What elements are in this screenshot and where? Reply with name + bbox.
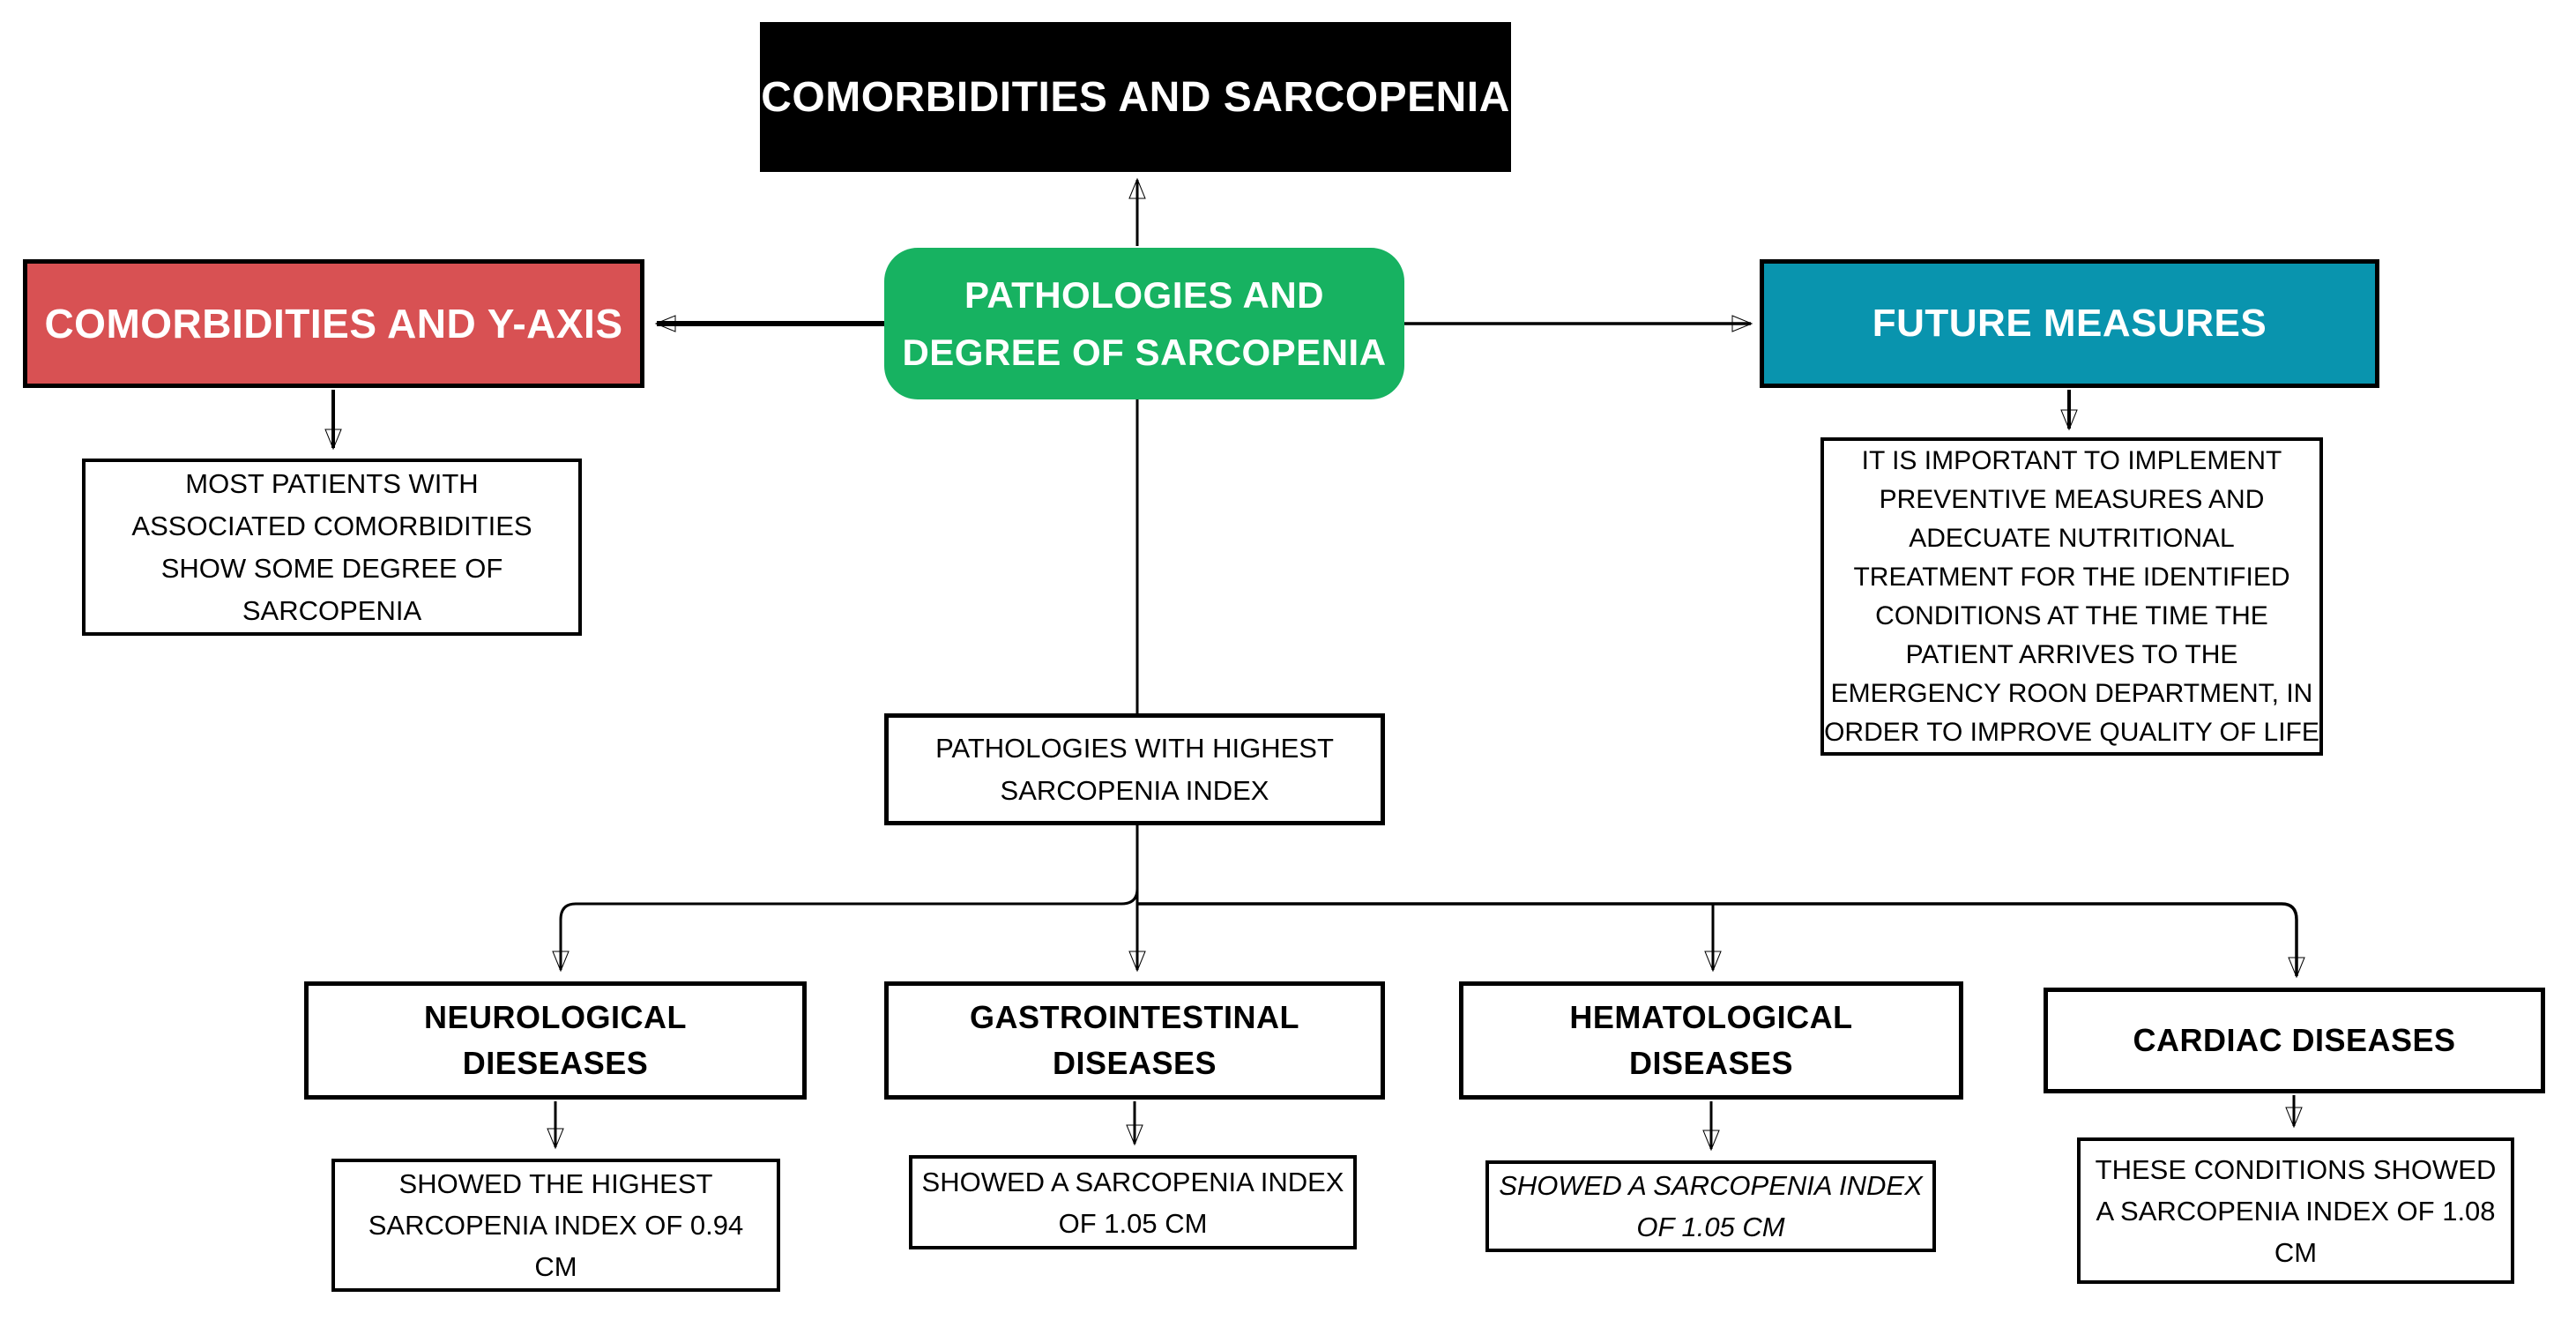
cardiac-finding: THESE CONDITIONS SHOWED A SARCOPENIA IND…: [2077, 1137, 2514, 1284]
title-node: COMORBIDITIES AND SARCOPENIA: [760, 22, 1511, 172]
comorbidities-note: MOST PATIENTS WITH ASSOCIATED COMORBIDIT…: [82, 459, 582, 636]
pathologies-index-note: PATHOLOGIES WITH HIGHEST SARCOPENIA INDE…: [884, 713, 1385, 825]
gastrointestinal-finding: SHOWED A SARCOPENIA INDEX OF 1.05 CM: [909, 1155, 1357, 1249]
branch-to-neurological: [552, 888, 1139, 973]
neurological-node: NEUROLOGICAL DIESEASES: [304, 981, 807, 1100]
hematological-node: HEMATOLOGICAL DISEASES: [1459, 981, 1963, 1100]
gastrointestinal-node: GASTROINTESTINAL DISEASES: [884, 981, 1385, 1100]
root-node: PATHOLOGIES AND DEGREE OF SARCOPENIA: [884, 248, 1404, 399]
comorbidities-node: COMORBIDITIES AND Y-AXIS: [23, 259, 644, 388]
neurological-finding: SHOWED THE HIGHEST SARCOPENIA INDEX OF 0…: [331, 1159, 780, 1292]
future-measures-node: FUTURE MEASURES: [1760, 259, 2379, 388]
hematological-finding: SHOWED A SARCOPENIA INDEX OF 1.05 CM: [1485, 1160, 1936, 1252]
future-measures-note: IT IS IMPORTANT TO IMPLEMENT PREVENTIVE …: [1820, 437, 2323, 756]
cardiac-node: CARDIAC DISEASES: [2044, 988, 2545, 1093]
branch-to-cardiac: [1137, 902, 2305, 979]
